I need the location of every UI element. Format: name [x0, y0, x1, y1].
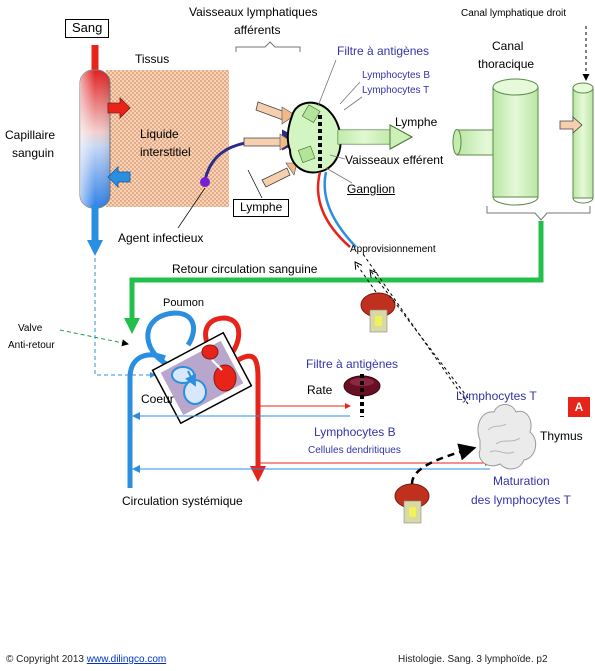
capillary-label-line2: sanguin	[12, 146, 55, 160]
afferent-vessels-line2: afférents	[234, 23, 281, 37]
maturation-line1: Maturation	[493, 474, 550, 488]
spleen	[343, 374, 381, 417]
website-link[interactable]: www.dilingco.com	[86, 654, 167, 665]
supply-label: Approvisionnement	[350, 244, 436, 255]
interstitial-fluid-line2: interstitiel	[140, 145, 191, 159]
infectious-agent	[200, 177, 210, 187]
tissues-label: Tissus	[135, 52, 170, 66]
thoracic-duct	[452, 78, 539, 206]
thymus-organ	[477, 404, 537, 470]
infectious-agent-label: Agent infectieux	[118, 231, 204, 245]
right-lymphatic-duct	[559, 82, 594, 204]
valve-label-line2: Anti-retour	[8, 340, 55, 351]
afferent-vessels-line1: Vaisseaux lymphatiques	[189, 5, 318, 19]
t-cells-label: Lymphocytes T	[456, 389, 537, 403]
lymph-node	[286, 101, 342, 174]
spleen-filter-label: Filtre à antigènes	[306, 357, 399, 371]
right-duct-label: Canal lymphatique droit	[461, 8, 567, 19]
interstitial-fluid-line1: Liquide	[140, 127, 179, 141]
heart	[151, 331, 253, 425]
blood-capillary	[79, 69, 111, 209]
dendritic-cells-label: Cellules dendritiques	[308, 445, 401, 456]
supply-blue	[323, 171, 357, 248]
lymph-box-label: Lymphe	[233, 199, 290, 217]
node-t-cells-label: Lymphocytes T	[362, 85, 430, 96]
copyright-text: © Copyright 2013	[6, 654, 84, 665]
bone-marrow-upper	[360, 292, 396, 333]
lung-label: Poumon	[163, 297, 204, 309]
thoracic-duct-line2: thoracique	[478, 57, 535, 71]
figure-badge: A	[568, 397, 590, 417]
node-b-cells-label: Lymphocytes B	[362, 70, 430, 81]
capillary-label-line1: Capillaire	[5, 128, 56, 142]
maturation-line2: des lymphocytes T	[471, 493, 571, 507]
systemic-circulation-label: Circulation systémique	[122, 494, 243, 508]
heart-label: Coeur	[141, 392, 174, 406]
afferent-vessels	[243, 101, 291, 188]
bone-marrow-lower	[394, 483, 430, 524]
return-circulation-line	[129, 221, 544, 322]
efferent-vessel-label: Vaisseaux efférent	[345, 153, 444, 167]
systemic-venous-return	[127, 352, 166, 488]
footer-page-info: Histologie. Sang. 3 lymphoïde. p2	[398, 654, 548, 665]
blood-label: Sang	[65, 19, 110, 38]
lymph-node-label: Ganglion	[347, 182, 396, 196]
thoracic-duct-line1: Canal	[492, 39, 524, 53]
systemic-arterial-out	[236, 353, 261, 470]
inflow-arrow	[107, 166, 131, 188]
return-circulation-label: Retour circulation sanguine	[172, 262, 318, 276]
footer-copyright: © Copyright 2013 www.dilingco.com	[6, 654, 166, 666]
spleen-label: Rate	[307, 383, 333, 397]
supply-red	[316, 171, 351, 248]
b-cells-label: Lymphocytes B	[314, 425, 396, 439]
efferent-lymph-label: Lymphe	[395, 115, 438, 129]
node-filter-label: Filtre à antigènes	[337, 44, 430, 58]
outflow-arrow	[107, 97, 131, 119]
thymus-label: Thymus	[540, 429, 583, 443]
valve-label-line1: Valve	[18, 323, 43, 334]
